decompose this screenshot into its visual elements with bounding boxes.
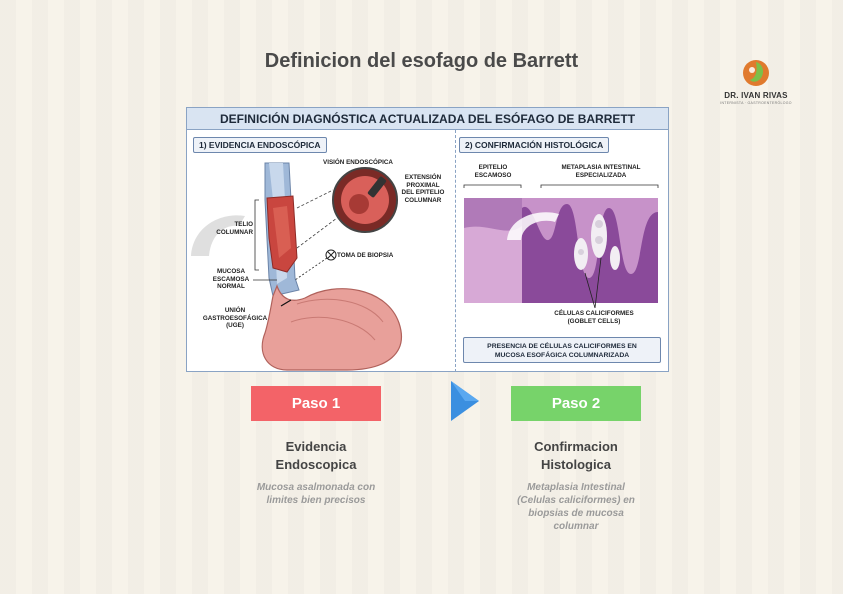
- logo-name: DR. IVAN RIVAS: [724, 91, 788, 100]
- logo: DR. IVAN RIVAS INTERNISTA · GASTROENTERÓ…: [717, 58, 795, 110]
- step-2-description: Metaplasia Intestinal (Celulas calicifor…: [517, 482, 635, 532]
- logo-mark-icon: [743, 60, 769, 86]
- anno-gej: UNIÓN GASTROESOFÁGICA (UGE): [202, 307, 268, 329]
- play-triangle-icon: [451, 381, 479, 421]
- step-1-heading: Evidencia Endoscopica: [275, 439, 357, 472]
- figure-caption: PRESENCIA DE CÉLULAS CALICIFORMES EN MUC…: [463, 337, 661, 363]
- anno-biopsy: TOMA DE BIOPSIA: [337, 252, 394, 259]
- anno-goblet-cells: CÉLULAS CALICIFORMES (GOBLET CELLS): [554, 310, 634, 325]
- anno-endoscopic-view: VISIÓN ENDOSCÓPICA: [323, 159, 393, 166]
- anno-columnar-epithelium: TELIO COLUMNAR: [216, 221, 253, 236]
- logo-subtitle: INTERNISTA · GASTROENTERÓLOGO: [720, 101, 792, 105]
- anno-proximal-extension: EXTENSIÓN PROXIMAL DEL EPITELIO COLUMNAR: [401, 174, 445, 204]
- figure-illustration: [191, 162, 659, 371]
- panel-divider: [455, 130, 456, 372]
- anno-squamous-epithelium: EPITELIO ESCAMOSO: [474, 164, 512, 179]
- barrett-figure: DEFINICIÓN DIAGNÓSTICA ACTUALIZADA DEL E…: [186, 107, 669, 372]
- step-2-badge: Paso 2: [511, 386, 641, 421]
- page-title: Definicion del esofago de Barrett: [264, 50, 579, 72]
- step-2-heading: Confirmacion Histologica: [534, 439, 618, 472]
- figure-header: DEFINICIÓN DIAGNÓSTICA ACTUALIZADA DEL E…: [187, 108, 668, 130]
- step-1-badge: Paso 1: [251, 386, 381, 421]
- anno-squamous-mucosa: MUCOSA ESCAMOSA NORMAL: [212, 268, 250, 290]
- panel-2-label: 2) CONFIRMACIÓN HISTOLÓGICA: [459, 137, 610, 153]
- step-1-description: Mucosa asalmonada con limites bien preci…: [256, 482, 376, 506]
- anno-intestinal-metaplasia: METAPLASIA INTESTINAL ESPECIALIZADA: [561, 164, 641, 179]
- panel-1-label: 1) EVIDENCIA ENDOSCÓPICA: [193, 137, 327, 153]
